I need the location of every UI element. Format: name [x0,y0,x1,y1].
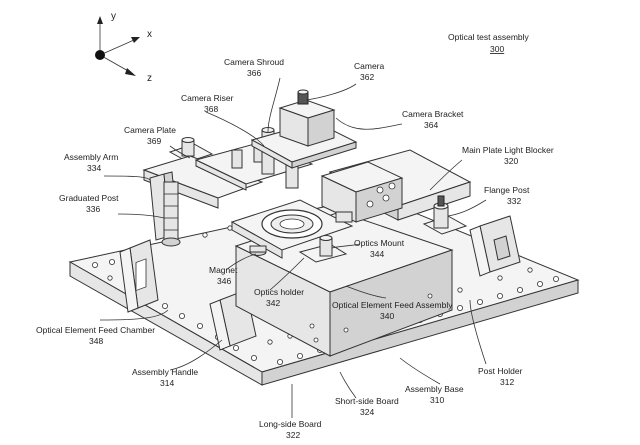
figure-title: Optical test assembly [448,32,530,42]
label-optical-element-feed-assembly: Optical Element Feed Assembly [332,300,453,310]
optics-mount [230,199,354,259]
label-flange-post: Flange Post [484,185,530,195]
number-camera: 362 [360,72,374,82]
optics-holder-post [298,235,348,263]
axis-x-label: x [147,29,152,40]
number-camera-riser: 368 [204,104,218,114]
leader-lines [99,77,487,418]
axis-y-label: y [111,11,116,22]
label-short-side-board: Short-side Board [335,396,399,406]
z-arrow-icon [125,68,136,76]
label-optics-holder: Optics holder [254,287,304,297]
number-assembly-base: 310 [430,395,444,405]
label-assembly-base: Assembly Base [405,384,464,394]
axes-triad: y x z [95,11,152,84]
y-arrow-icon [97,16,103,24]
number-long-side-board: 322 [286,430,300,440]
assembly-drawing [68,89,580,386]
number-camera-bracket: 364 [424,120,438,130]
number-assembly-handle: 314 [160,378,174,388]
label-camera-shroud: Camera Shroud [224,57,284,67]
number-main-plate-light-blocker: 320 [504,156,518,166]
label-camera-riser: Camera Riser [181,93,234,103]
number-camera-shroud: 366 [247,68,261,78]
z-axis-line [99,54,131,73]
label-magnet: Magnet [209,265,238,275]
axis-z-label: z [147,73,152,84]
origin-dot [95,50,105,60]
camera-bracket [320,161,404,223]
camera-body [278,89,336,147]
x-arrow-icon [131,37,140,43]
label-optical-element-feed-chamber: Optical Element Feed Chamber [36,325,155,335]
assembly-base-front-right [261,279,579,386]
magnet [249,245,267,256]
post-holder-right [469,215,521,277]
label-camera: Camera [354,61,385,71]
number-optics-mount: 344 [370,249,384,259]
number-post-holder: 312 [500,377,514,387]
graduated-post [161,181,181,247]
number-assembly-arm: 334 [87,163,101,173]
number-optical-element-feed-chamber: 348 [89,336,103,346]
label-camera-plate: Camera Plate [124,125,176,135]
label-main-plate-light-blocker: Main Plate Light Blocker [462,145,554,155]
label-optics-mount: Optics Mount [354,238,405,248]
x-axis-line [99,39,135,56]
label-assembly-arm: Assembly Arm [64,152,118,162]
label-camera-bracket: Camera Bracket [402,109,464,119]
number-optical-element-feed-assembly: 340 [380,311,394,321]
number-magnet: 346 [217,276,231,286]
label-assembly-handle: Assembly Handle [132,367,198,377]
flange-post-right [422,195,468,235]
number-short-side-board: 324 [360,407,374,417]
label-post-holder: Post Holder [478,366,523,376]
assembly-handle-left [119,239,159,313]
label-long-side-board: Long-side Board [259,419,322,429]
number-graduated-post: 336 [86,204,100,214]
number-camera-plate: 369 [147,136,161,146]
part-labels: Camera Shroud 366 Camera 362 Camera Rise… [36,57,554,440]
figure-number: 300 [490,44,504,54]
number-flange-post: 332 [507,196,521,206]
label-graduated-post: Graduated Post [59,193,119,203]
number-optics-holder: 342 [266,298,280,308]
